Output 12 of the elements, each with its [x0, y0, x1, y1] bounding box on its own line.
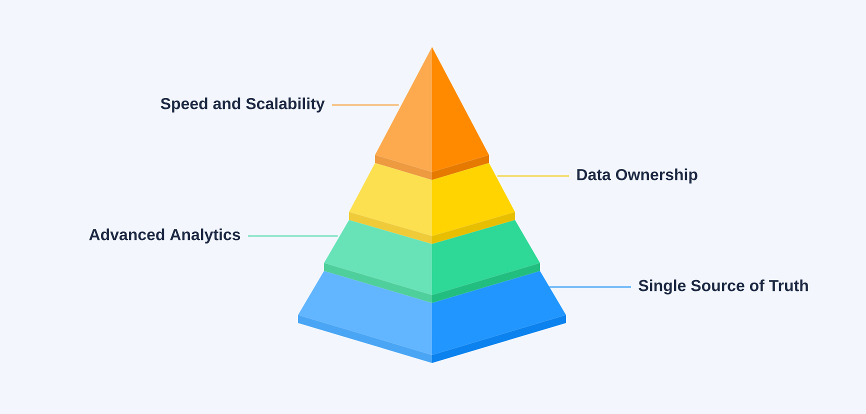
label: Single Source of Truth: [638, 280, 808, 294]
leader-line: [248, 235, 338, 237]
leader-line: [549, 286, 631, 288]
pyramid-layer: [349, 162, 515, 244]
leader-line: [497, 175, 569, 177]
label: Speed and Scalability: [160, 98, 325, 112]
pyramid-layer: [324, 220, 540, 303]
pyramid-top: [375, 47, 489, 180]
label: Data Ownership: [577, 168, 698, 184]
leader-line: [332, 104, 399, 106]
pyramid-layer: [298, 270, 566, 363]
label: Advanced Analytics: [89, 228, 240, 244]
